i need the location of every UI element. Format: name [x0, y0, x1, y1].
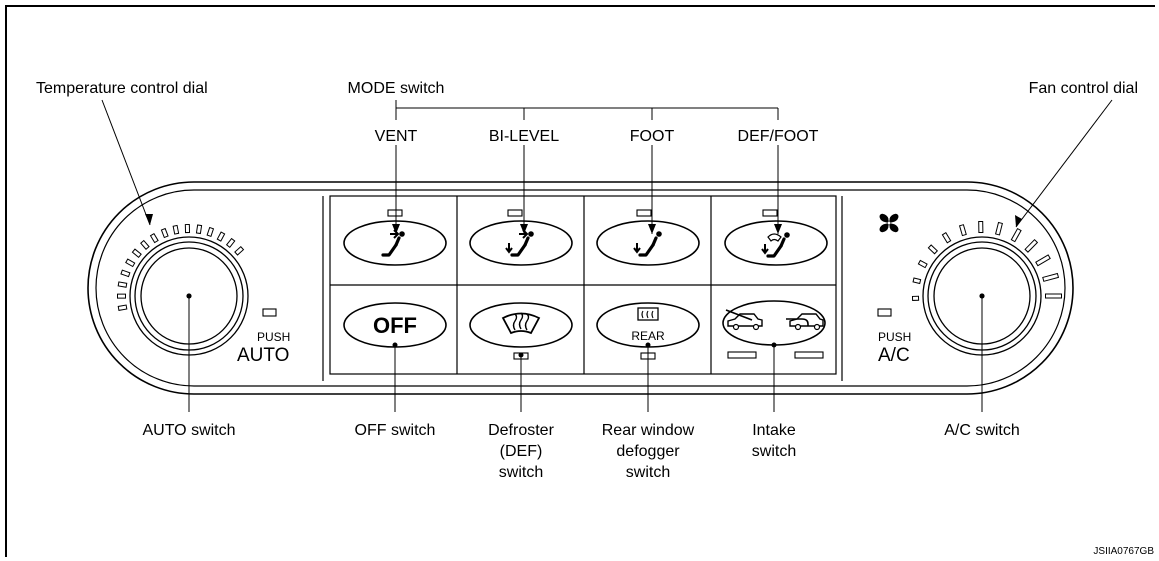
- temperature-scale-marks: [116, 223, 245, 311]
- auto-push-label: PUSH: [257, 330, 290, 344]
- defroster-button[interactable]: [469, 302, 573, 360]
- figure-code: JSIIA0767GB: [1093, 546, 1154, 557]
- fan-scale-marks: [911, 220, 1062, 301]
- vent-label: VENT: [375, 128, 418, 145]
- auto-switch-label: AUTO switch: [142, 422, 235, 439]
- fan-control-dial[interactable]: [911, 220, 1062, 356]
- figure-frame: [5, 5, 1155, 557]
- intake-fresh-icon: [786, 313, 824, 331]
- ac-push-label: PUSH: [878, 330, 911, 344]
- ac-indicator-lamp: [877, 308, 892, 317]
- def-foot-mode-icon: [761, 230, 792, 258]
- temperature-control-dial[interactable]: [116, 223, 249, 356]
- fan-icon: [879, 213, 899, 233]
- auto-indicator-lamp: [262, 308, 277, 317]
- vent-mode-icon: [381, 229, 407, 257]
- intake-recirc-icon: [725, 309, 763, 331]
- rear-defogger-label-line3: switch: [626, 464, 670, 481]
- control-panel: [87, 181, 1074, 395]
- leader-lines: [101, 99, 1113, 412]
- defroster-label-line2: (DEF): [500, 443, 543, 460]
- off-button[interactable]: OFF: [343, 302, 447, 348]
- intake-label-line2: switch: [752, 443, 796, 460]
- defroster-label-line3: switch: [499, 464, 543, 481]
- leader-arrowheads: [145, 214, 1022, 358]
- auto-label: AUTO: [237, 345, 289, 366]
- off-switch-label: OFF switch: [355, 422, 436, 439]
- fresh-indicator-lamp: [794, 351, 824, 359]
- foot-label: FOOT: [630, 128, 675, 145]
- off-button-label: OFF: [373, 313, 417, 338]
- fan-control-dial-label: Fan control dial: [1029, 80, 1138, 97]
- rear-button-label: REAR: [631, 329, 665, 343]
- defroster-label-line1: Defroster: [488, 422, 554, 439]
- foot-mode-button[interactable]: [596, 209, 700, 266]
- foot-mode-icon: [633, 229, 664, 257]
- ac-label: A/C: [878, 345, 910, 366]
- intake-label-line1: Intake: [752, 422, 796, 439]
- def-foot-label: DEF/FOOT: [738, 128, 819, 145]
- defroster-icon: [501, 312, 541, 335]
- bi-level-mode-button[interactable]: [469, 209, 573, 266]
- bi-level-mode-icon: [505, 229, 536, 257]
- rear-defogger-label-line1: Rear window: [602, 422, 695, 439]
- mode-switch-label: MODE switch: [348, 80, 445, 97]
- recirc-indicator-lamp: [727, 351, 757, 359]
- rear-defogger-label-line2: defogger: [616, 443, 680, 460]
- bi-level-label: BI-LEVEL: [489, 128, 559, 145]
- def-foot-mode-button[interactable]: [724, 209, 828, 266]
- temperature-control-dial-label: Temperature control dial: [36, 80, 208, 97]
- vent-mode-button[interactable]: [343, 209, 447, 266]
- rear-defogger-icon: [637, 307, 659, 321]
- ac-switch-label: A/C switch: [944, 422, 1020, 439]
